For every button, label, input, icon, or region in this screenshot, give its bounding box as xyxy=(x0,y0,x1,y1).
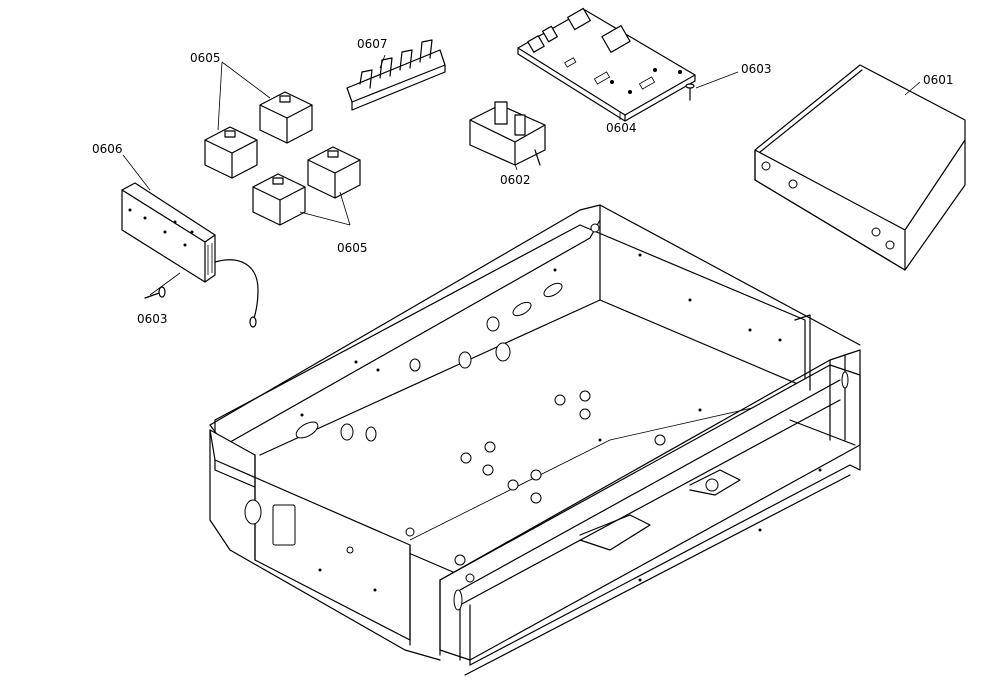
leader-lines-0605 xyxy=(217,61,351,226)
part-0606-display-board xyxy=(121,154,259,328)
label-0605-top: 0605 xyxy=(190,51,221,65)
label-0603-top: 0603 xyxy=(741,62,772,76)
label-0606: 0606 xyxy=(92,142,123,156)
chassis-frame xyxy=(209,204,861,676)
label-0604: 0604 xyxy=(606,121,637,135)
part-0605-cover-a xyxy=(259,91,313,144)
label-0601: 0601 xyxy=(923,73,954,87)
label-0605-bottom: 0605 xyxy=(337,241,368,255)
part-0603-screw-left xyxy=(144,272,181,299)
part-0603-screw-top xyxy=(685,71,739,101)
part-0601-cover xyxy=(754,64,966,271)
part-0604-control-board xyxy=(517,7,696,122)
part-0605-cover-b xyxy=(204,126,258,179)
part-0605-cover-c xyxy=(307,146,361,199)
label-0607: 0607 xyxy=(357,37,388,51)
part-0602-relay xyxy=(469,101,546,166)
floor-bolts xyxy=(405,223,666,583)
label-0603-left: 0603 xyxy=(137,312,168,326)
part-0607-bracket xyxy=(346,39,446,111)
label-0602: 0602 xyxy=(500,173,531,187)
part-0605-cover-d xyxy=(252,173,306,226)
